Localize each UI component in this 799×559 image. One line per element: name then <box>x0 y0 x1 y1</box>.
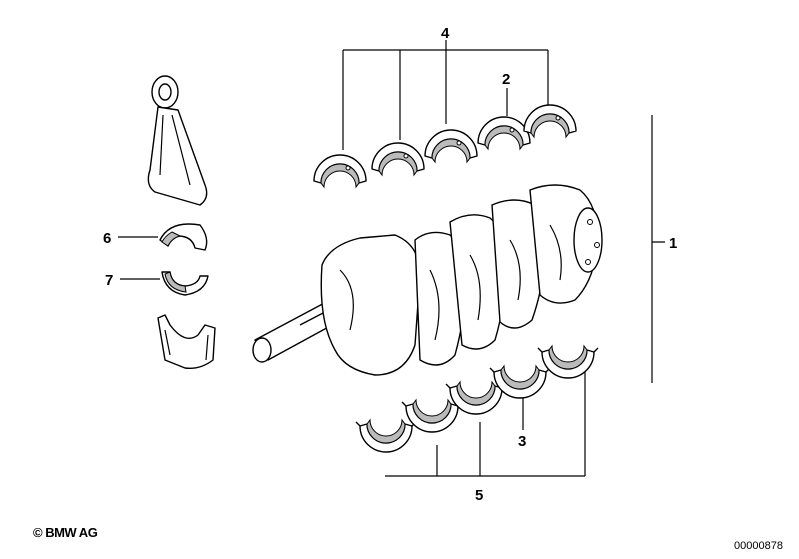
callout-1: 1 <box>669 235 677 252</box>
thrust-bearing-shell <box>477 116 531 150</box>
callout-3: 3 <box>518 433 526 450</box>
conrod-bearing-upper <box>159 223 208 251</box>
upper-bearing-shell <box>371 142 425 176</box>
callout-5: 5 <box>475 487 483 504</box>
document-number: 00000878 <box>734 540 783 552</box>
lower-bearing-shell <box>537 345 599 379</box>
copyright-notice: © BMW AG <box>33 525 98 540</box>
lower-bearing-shell <box>355 419 417 453</box>
conrod-bearing-lower <box>161 271 209 296</box>
upper-bearing-shell <box>424 129 478 163</box>
callout-4: 4 <box>441 25 450 42</box>
upper-bearing-shell <box>523 104 577 138</box>
upper-bearing-shell <box>313 154 367 188</box>
leader-lines <box>118 40 665 477</box>
crankshaft <box>252 184 603 376</box>
connecting-rod-cap <box>157 314 216 370</box>
callout-2: 2 <box>502 71 510 88</box>
callout-7: 7 <box>105 272 113 289</box>
connecting-rod <box>147 75 208 206</box>
callout-6: 6 <box>103 230 111 247</box>
